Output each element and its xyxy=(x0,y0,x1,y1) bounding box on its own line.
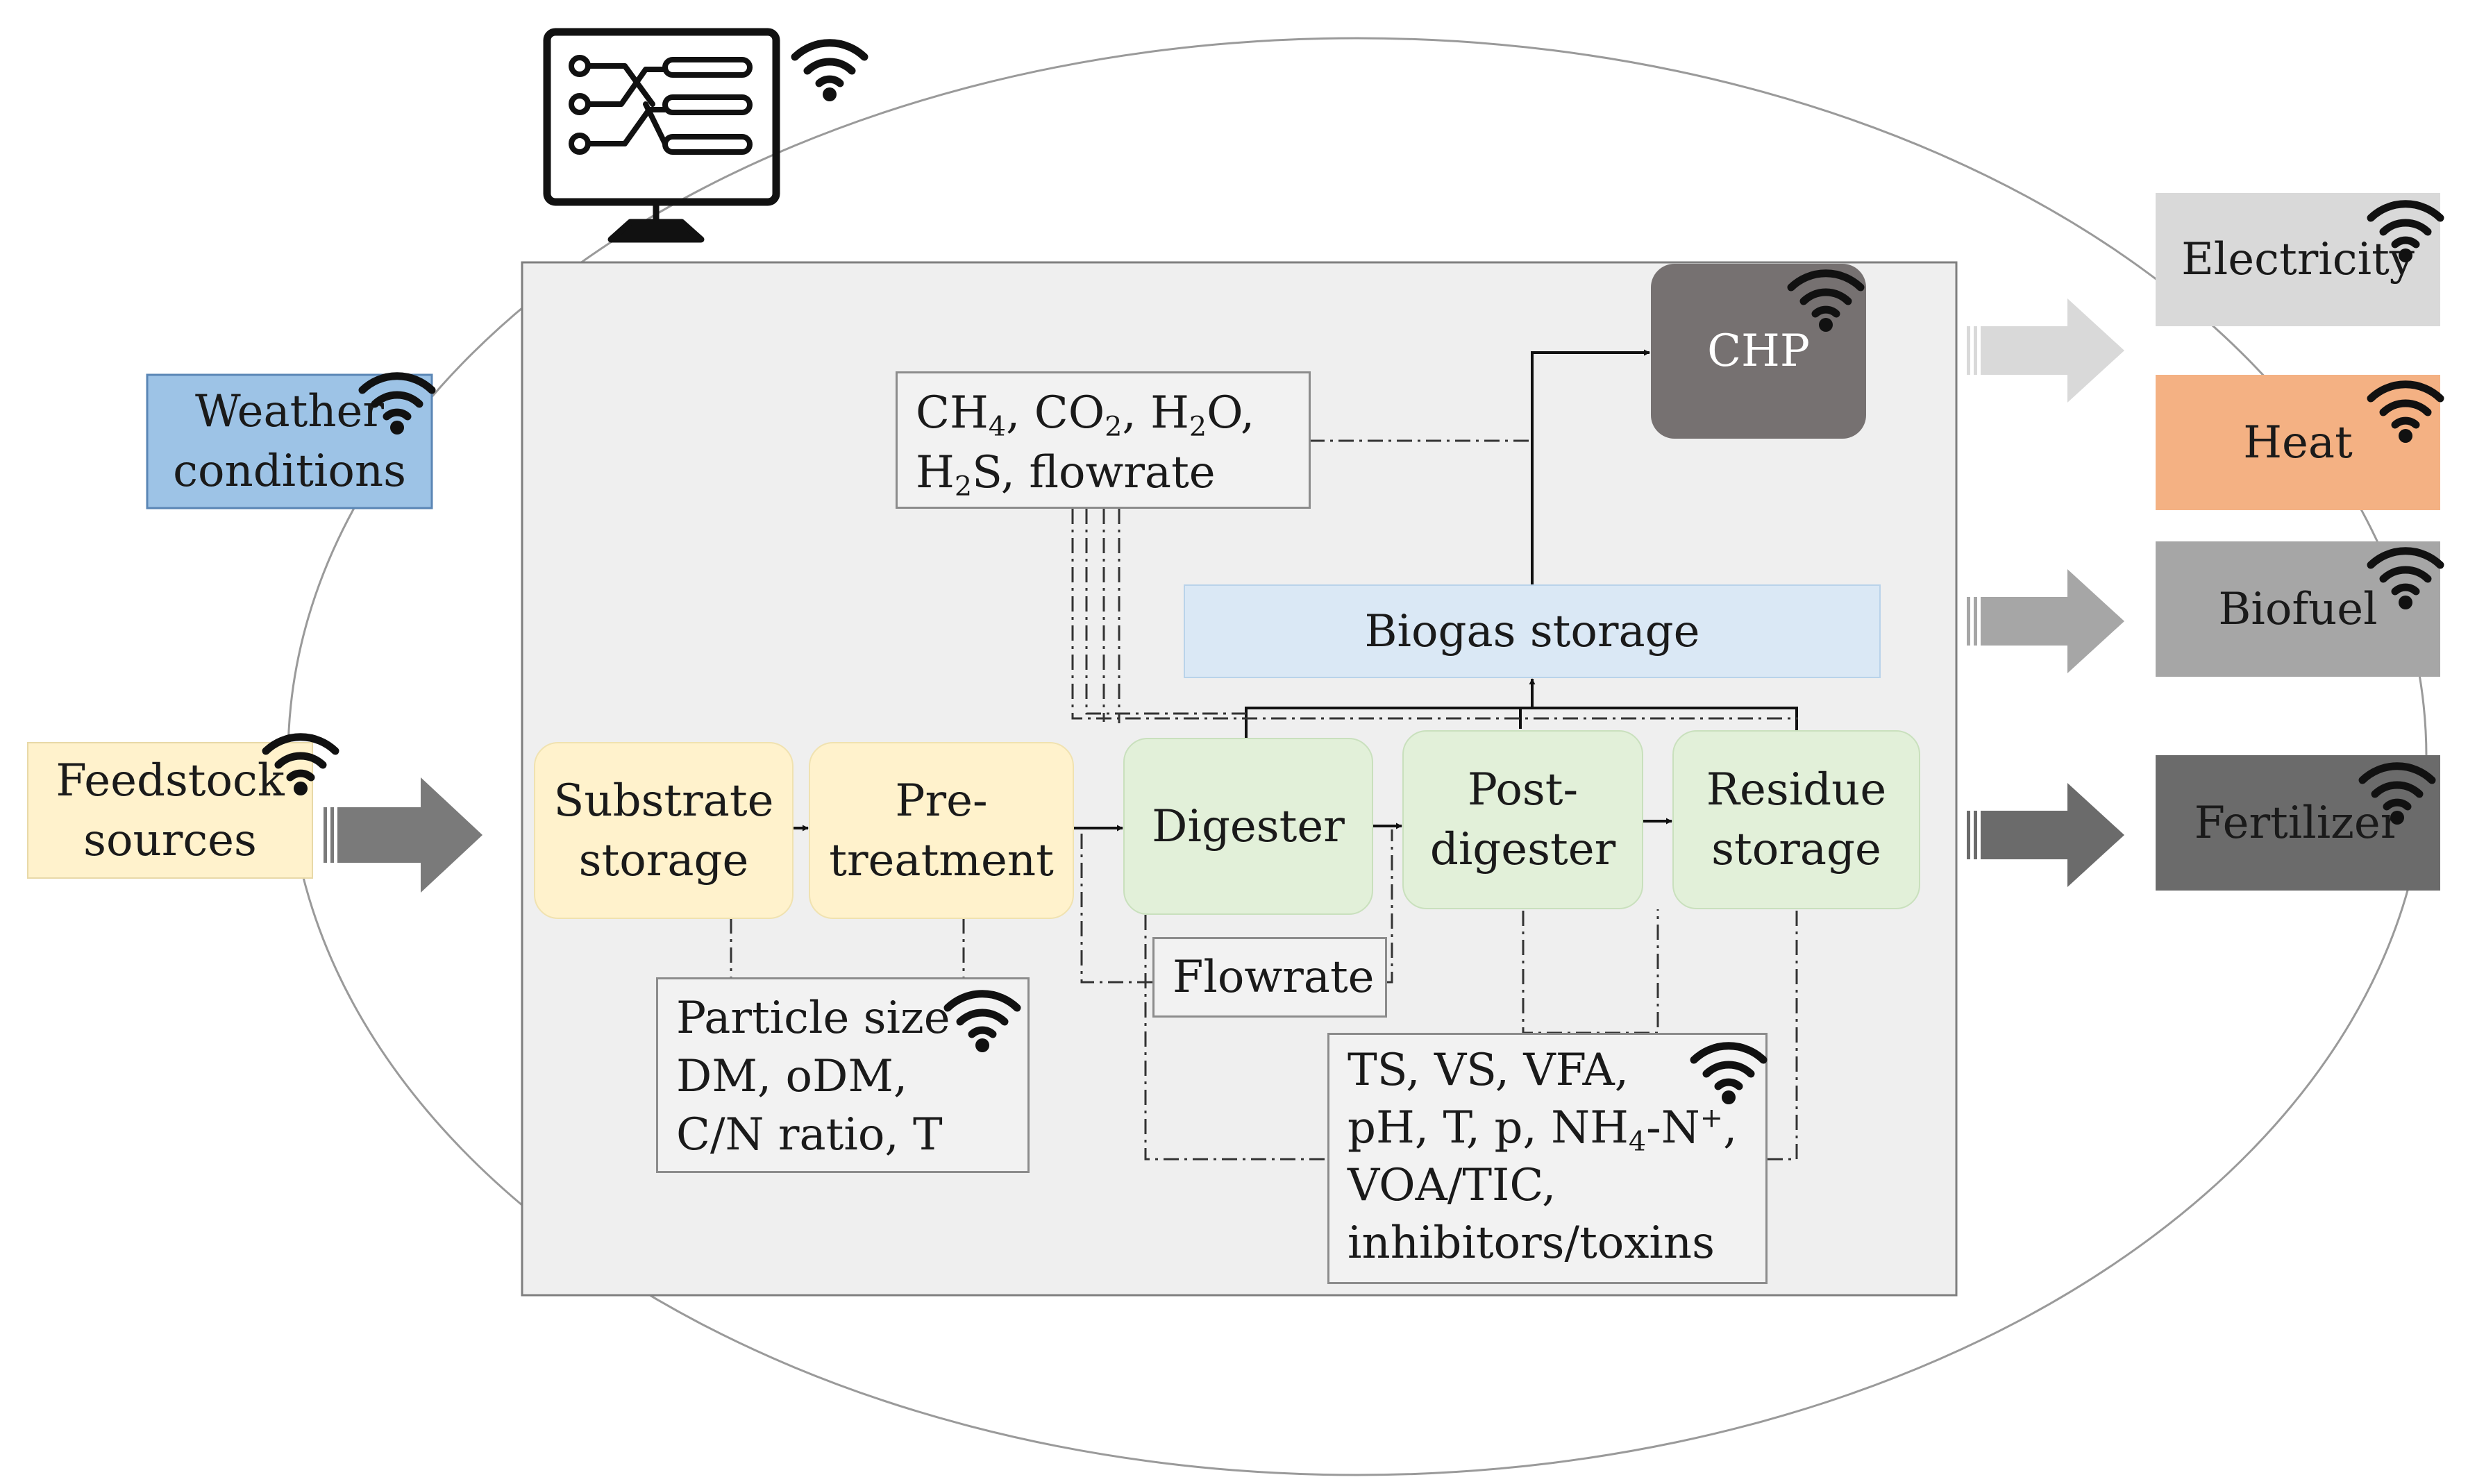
gas-parameters-line2: H2S, flowrate xyxy=(916,447,1216,503)
digestate-parameters-line4: inhibitors/toxins xyxy=(1348,1217,1715,1269)
wifi-signal-icon xyxy=(2364,189,2447,265)
co2-text: CO xyxy=(1034,387,1105,439)
block-arrow-icon xyxy=(1967,569,2124,673)
flowrate-box: Flowrate xyxy=(1152,937,1387,1018)
biofuel-box: Biofuel xyxy=(2156,541,2440,677)
digester-box-bg xyxy=(1123,738,1373,915)
feedstock-label-line1: Feedstock xyxy=(56,754,285,807)
pretreatment-label-line1: Pre- xyxy=(895,775,988,827)
residue-label-line2: storage xyxy=(1711,824,1881,875)
wifi-signal-icon xyxy=(355,361,439,437)
block-arrow-icon xyxy=(1967,783,2124,887)
wifi-signal-icon xyxy=(941,979,1024,1055)
biofuel-label: Biofuel xyxy=(2218,583,2378,635)
feedstock-box-bg xyxy=(27,742,313,879)
measurement-lines xyxy=(730,439,1798,1161)
weather-label-line2: conditions xyxy=(173,446,406,497)
electricity-box: Electricity xyxy=(2156,193,2440,326)
pretreatment-box: Pre- treatment xyxy=(809,743,1073,918)
feedstock-label-line2: sources xyxy=(83,814,257,866)
h2o-end: O xyxy=(1207,387,1241,439)
pretreatment-box-bg xyxy=(809,742,1074,919)
digester-box: Digester xyxy=(1124,739,1372,914)
digestate-parameters-box: TS, VS, VFA, pH, T, p, NH4-N+, VOA/TIC, … xyxy=(1327,1033,1768,1284)
h2o-subscript: 2 xyxy=(1189,410,1207,443)
post-digester-label-line1: Post- xyxy=(1467,764,1579,816)
substrate-box-bg xyxy=(534,742,794,919)
substrate-label-line1: Substrate xyxy=(553,775,774,827)
heat-box-bg xyxy=(2156,375,2440,510)
substrate-storage-box: Substrate storage xyxy=(535,743,793,918)
substrate-label-line2: storage xyxy=(578,834,749,886)
digestate-line2-c: , xyxy=(1723,1102,1738,1154)
ch4-subscript: 4 xyxy=(988,410,1007,443)
residue-storage-box: Residue storage xyxy=(1673,731,1920,909)
biogas-storage-box: Biogas storage xyxy=(1184,585,1880,677)
biogas-box-bg xyxy=(1184,584,1881,678)
digestate-line2-a: pH, T, p, NH xyxy=(1348,1102,1629,1154)
biofuel-box-bg xyxy=(2156,541,2440,677)
wifi-signal-icon xyxy=(1784,258,1867,335)
gas-flowrate-text: flowrate xyxy=(1029,447,1216,498)
electricity-label: Electricity xyxy=(2181,234,2415,285)
digester-label: Digester xyxy=(1152,800,1345,852)
wifi-signal-icon xyxy=(788,28,871,104)
electricity-box-bg xyxy=(2156,193,2440,326)
gas-parameters-box: CH4, CO2, H2O, H2S, flowrate xyxy=(896,371,1311,509)
block-arrow-icon xyxy=(1967,298,2124,403)
wifi-signal-icon xyxy=(1687,1031,1770,1107)
wifi-signal-icon xyxy=(2364,536,2447,612)
computer-monitor-icon xyxy=(543,28,780,243)
digestate-parameters-line3: VOA/TIC, xyxy=(1348,1160,1556,1211)
post-digester-box-bg xyxy=(1402,730,1643,909)
digestate-parameters-line1: TS, VS, VFA, xyxy=(1348,1045,1629,1096)
digestate-line2-b: -N xyxy=(1646,1102,1700,1154)
wifi-signal-icon xyxy=(2364,369,2447,446)
chp-label: CHP xyxy=(1707,326,1810,377)
fertilizer-label: Fertilizer xyxy=(2194,797,2402,849)
fertilizer-box: Fertilizer xyxy=(2156,755,2440,891)
heat-box: Heat xyxy=(2156,375,2440,510)
wifi-signal-icon xyxy=(2356,751,2439,827)
h2o-text: H xyxy=(1150,387,1189,439)
biogas-storage-label: Biogas storage xyxy=(1364,605,1700,657)
feed-parameters-line1: Particle size xyxy=(676,993,950,1044)
nh4-superscript: + xyxy=(1699,1102,1724,1135)
post-digester-box: Post- digester xyxy=(1403,731,1643,909)
flowrate-label: Flowrate xyxy=(1173,952,1375,1003)
block-arrow-icon xyxy=(324,777,482,893)
pretreatment-label-line2: treatment xyxy=(829,834,1054,886)
feed-parameters-line3: C/N ratio, T xyxy=(676,1109,943,1161)
feed-parameters-line2: DM, oDM, xyxy=(676,1051,908,1102)
wifi-signal-icon xyxy=(259,722,342,798)
co2-subscript: 2 xyxy=(1105,410,1123,443)
heat-label: Heat xyxy=(2243,416,2353,469)
feedstock-sources-box: Feedstock sources xyxy=(28,743,312,878)
h2s-end: S xyxy=(972,447,1001,498)
chp-box-bg xyxy=(1651,264,1866,439)
chp-box: CHP xyxy=(1651,264,1866,439)
feed-parameters-box: Particle size DM, oDM, C/N ratio, T xyxy=(656,977,1030,1173)
gas-parameters-line1: CH4, CO2, H2O, xyxy=(916,387,1255,443)
residue-box-bg xyxy=(1672,730,1920,909)
digestate-parameters-line2: pH, T, p, NH4-N+, xyxy=(1348,1099,1737,1157)
h2s-subscript: 2 xyxy=(954,470,973,503)
weather-label-line1: Weather xyxy=(195,386,384,437)
nh4-subscript: 4 xyxy=(1628,1125,1647,1158)
weather-conditions-box: Weather conditions xyxy=(147,375,432,508)
residue-label-line1: Residue xyxy=(1706,764,1887,816)
post-digester-label-line2: digester xyxy=(1429,824,1616,875)
ch4-text: CH xyxy=(916,387,989,439)
h2s-text: H xyxy=(916,447,955,498)
